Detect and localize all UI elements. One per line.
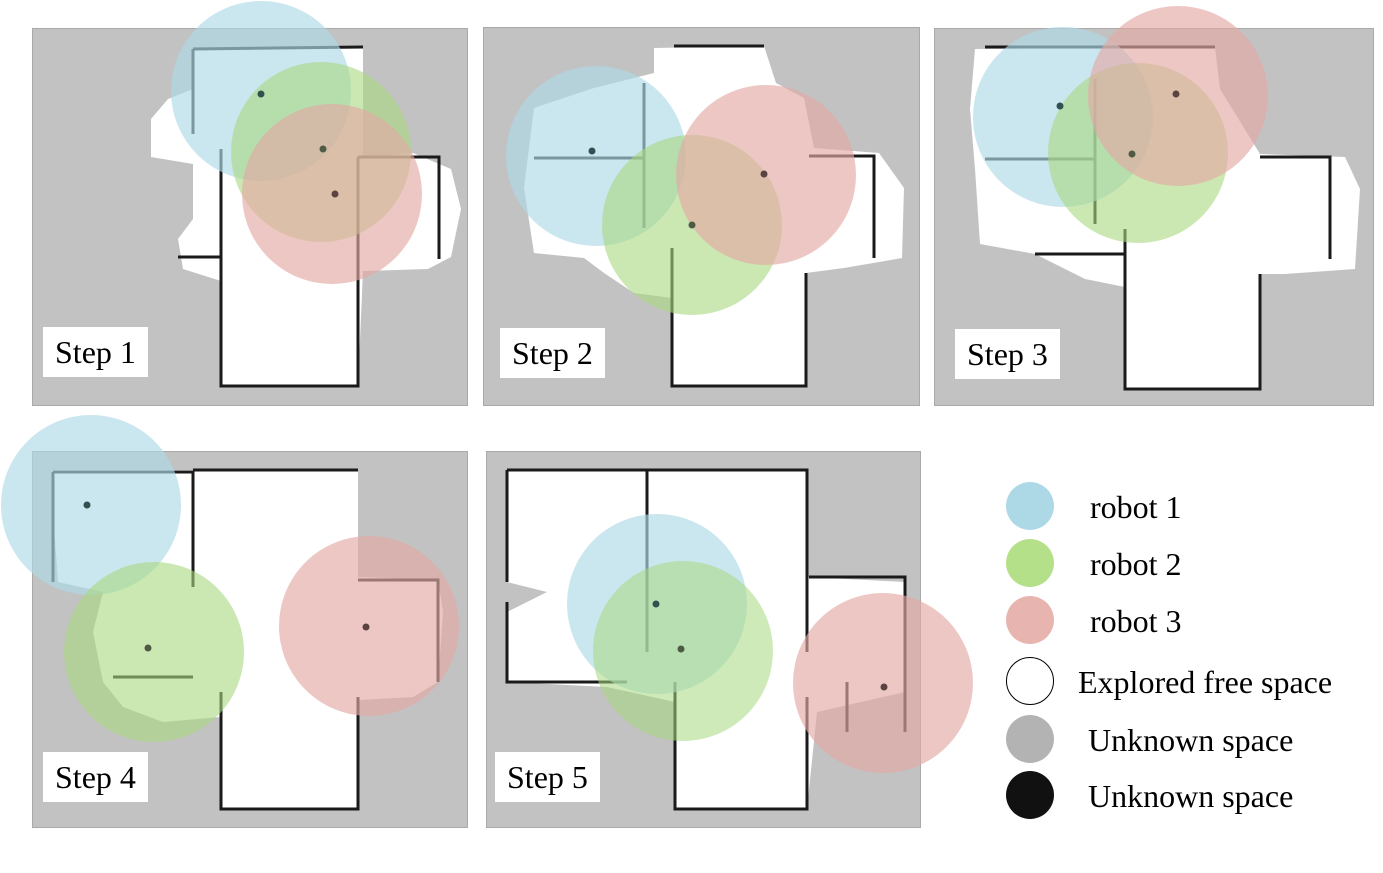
robot-1-swatch [1006, 482, 1054, 530]
map-panel-step-2: Step 2 [483, 27, 920, 406]
unknown-space-swatch [1006, 715, 1054, 763]
explored-area [151, 47, 461, 386]
step-label: Step 4 [43, 752, 148, 802]
legend-label: Unknown space [1088, 778, 1294, 814]
legend-label: robot 2 [1090, 546, 1182, 582]
legend-label: robot 1 [1090, 489, 1182, 525]
step-label: Step 3 [955, 329, 1060, 379]
legend-label: Explored free space [1078, 664, 1333, 700]
step-label: Step 5 [495, 752, 600, 802]
obstacle-swatch [1006, 771, 1054, 819]
robot-2-swatch [1006, 539, 1054, 587]
map-panel-step-3: Step 3 [934, 28, 1374, 406]
free-space-swatch [1006, 657, 1054, 705]
step-label: Step 2 [500, 328, 605, 378]
robot-3-swatch [1006, 596, 1054, 644]
map-panel-step-4: Step 4 [32, 451, 468, 828]
legend-label: Unknown space [1088, 722, 1294, 758]
legend-label: robot 3 [1090, 603, 1182, 639]
map-panel-step-1: Step 1 [32, 28, 468, 406]
step-label: Step 1 [43, 327, 148, 377]
map-panel-step-5: Step 5 [486, 451, 921, 828]
